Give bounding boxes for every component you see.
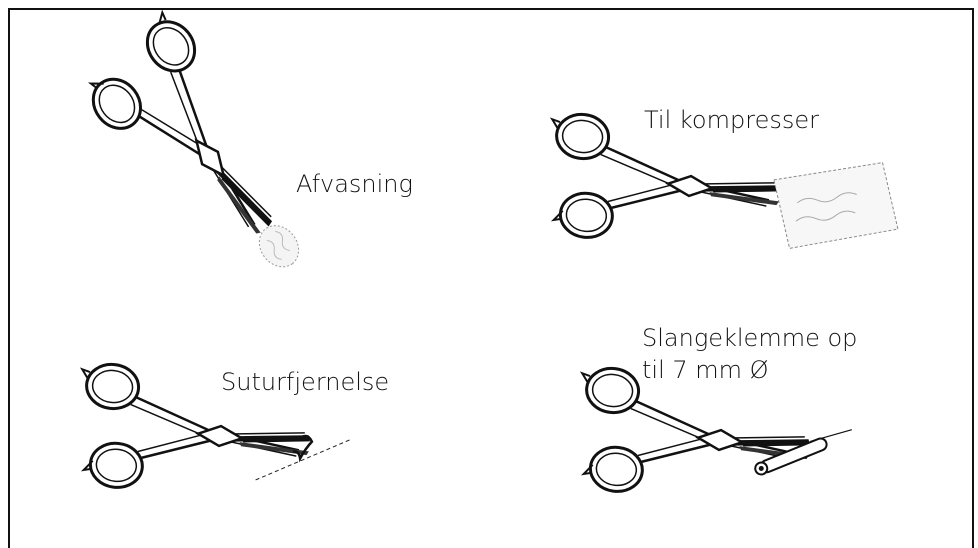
scissors-with-swab xyxy=(72,8,339,302)
label-til-kompresser: Til kompresser xyxy=(644,104,819,136)
scissors-with-tube xyxy=(570,365,855,515)
label-slangeklemme: Slangeklemme op til 7 mm Ø xyxy=(642,322,857,386)
illustration-canvas xyxy=(0,0,978,534)
label-suturfjernelse: Suturfjernelse xyxy=(221,366,389,398)
label-slangeklemme-line2: til 7 mm Ø xyxy=(642,354,857,386)
label-slangeklemme-line1: Slangeklemme op xyxy=(642,322,857,354)
label-afvasning: Afvasning xyxy=(296,168,413,200)
